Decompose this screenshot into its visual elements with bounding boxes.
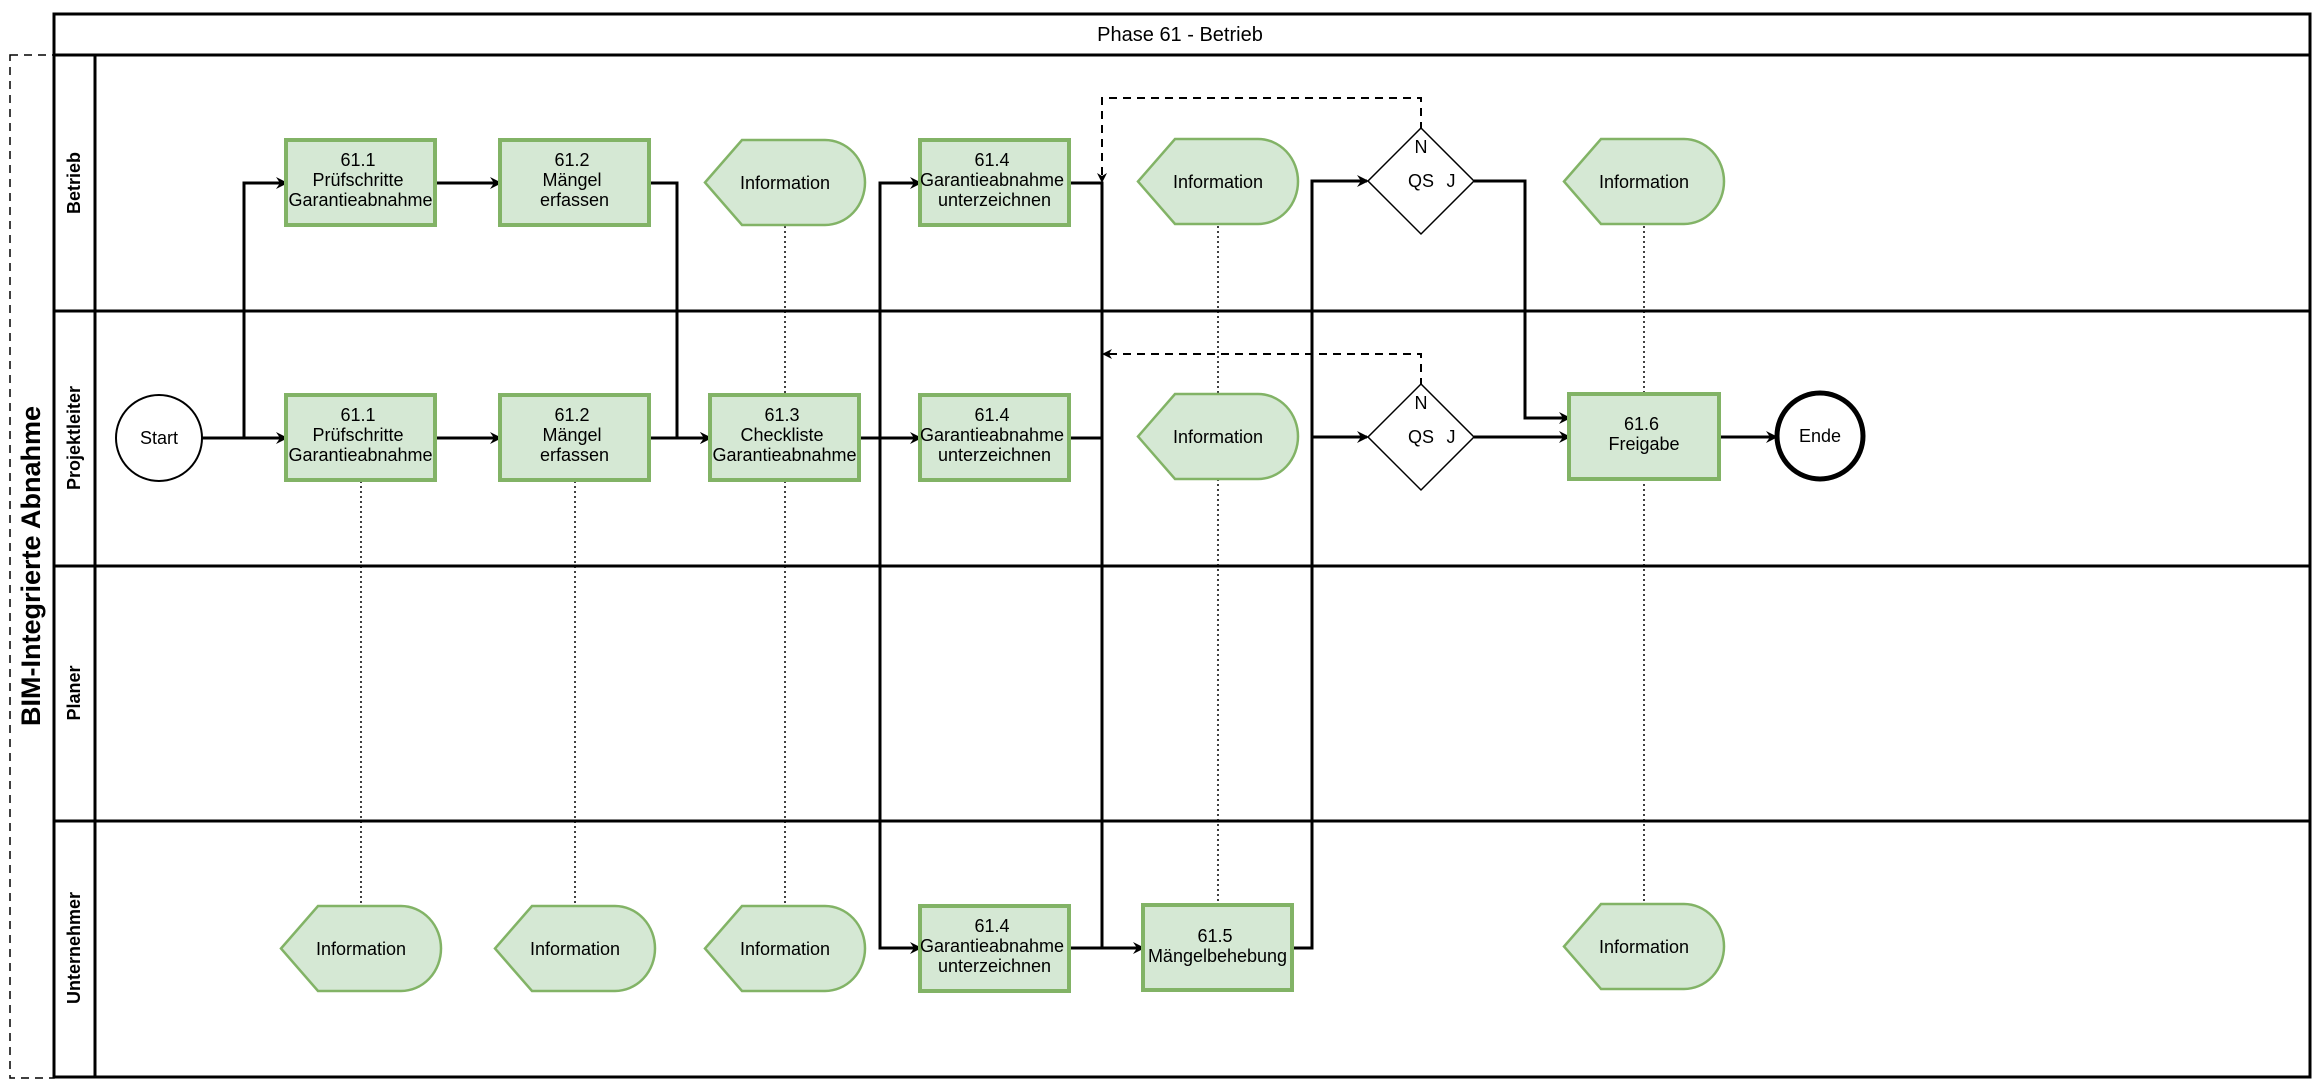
task-61-4-unternehmer: 61.4 Garantieabnahme unterzeichnen bbox=[918, 904, 1071, 993]
lane-label-betrieb: Betrieb bbox=[64, 152, 84, 214]
information-unternehmer-4: Information bbox=[1562, 902, 1726, 991]
task-number: 61.4 bbox=[974, 150, 1009, 170]
task-label-line: Garantieabnahme bbox=[920, 425, 1064, 445]
task-number: 61.4 bbox=[974, 916, 1009, 936]
task-61-6-projektleiter: 61.6 Freigabe bbox=[1567, 392, 1721, 481]
information-label: Information bbox=[1173, 427, 1263, 447]
loop-back-arrow bbox=[1102, 349, 1422, 386]
flow-arrow bbox=[1474, 179, 1571, 424]
task-label-line: Mängel bbox=[542, 170, 601, 190]
task-61-2-betrieb: 61.2 Mängel erfassen bbox=[498, 138, 651, 227]
svg-text:61.4 Garantieabnahme: 61.4 Garantieabnahme unterzeichnen bbox=[920, 916, 1069, 976]
gateway-no-label: N bbox=[1415, 137, 1428, 157]
task-label-line: Mängelbehebung bbox=[1148, 946, 1287, 966]
task-61-3-projektleiter: 61.3 Checkliste Garantieabnahme bbox=[708, 393, 861, 482]
svg-text:61.2 Mängel erfass: 61.2 Mängel erfassen bbox=[540, 405, 609, 465]
information-betrieb-3: Information bbox=[1562, 137, 1726, 226]
sequence-flows bbox=[202, 175, 1778, 954]
qs-gateway-betrieb: QS N J bbox=[1366, 126, 1476, 236]
pool-outline bbox=[9, 54, 55, 1079]
gateway-label: QS bbox=[1408, 427, 1434, 447]
gateway-label: QS bbox=[1408, 171, 1434, 191]
task-label-line: erfassen bbox=[540, 190, 609, 210]
lane-label-unternehmer: Unternehmer bbox=[64, 892, 84, 1004]
task-label-line: Garantieabnahme bbox=[288, 190, 432, 210]
task-61-4-projektleiter: 61.4 Garantieabnahme unterzeichnen bbox=[918, 393, 1071, 482]
task-number: 61.6 bbox=[1624, 414, 1659, 434]
information-label: Information bbox=[316, 939, 406, 959]
end-event-label: Ende bbox=[1799, 426, 1841, 446]
task-label-line: Checkliste bbox=[740, 425, 823, 445]
qs-gateway-projektleiter: QS N J bbox=[1366, 382, 1476, 492]
task-number: 61.2 bbox=[554, 150, 589, 170]
gateway-yes-label: J bbox=[1447, 427, 1456, 447]
information-betrieb-2: Information bbox=[1136, 137, 1300, 226]
phase-title: Phase 61 - Betrieb bbox=[1097, 24, 1263, 46]
information-label: Information bbox=[1173, 172, 1263, 192]
svg-text:61.4 Garantieabnahme: 61.4 Garantieabnahme unterzeichnen bbox=[920, 405, 1069, 465]
lane-label-planer: Planer bbox=[64, 665, 84, 720]
svg-text:61.3 Checkliste Ga: 61.3 Checkliste Garantieabnahme bbox=[712, 405, 856, 465]
loop-back-flows bbox=[1097, 97, 1422, 386]
information-label: Information bbox=[740, 173, 830, 193]
flow-line bbox=[1069, 181, 1104, 948]
information-unternehmer-2: Information bbox=[493, 904, 657, 993]
information-label: Information bbox=[530, 939, 620, 959]
flow-arrow bbox=[878, 438, 922, 954]
gateway-yes-label: J bbox=[1447, 171, 1456, 191]
information-label: Information bbox=[1599, 937, 1689, 957]
svg-text:61.6 Freigabe: 61.6 Freigabe bbox=[1608, 414, 1679, 454]
task-label-line: Prüfschritte bbox=[312, 170, 403, 190]
task-61-1-projektleiter: 61.1 Prüfschritte Garantieabnahme bbox=[284, 393, 437, 482]
task-label-line: Prüfschritte bbox=[312, 425, 403, 445]
information-unternehmer-1: Information bbox=[279, 904, 443, 993]
task-61-5-unternehmer: 61.5 Mängelbehebung bbox=[1141, 903, 1294, 992]
phase-frame bbox=[52, 12, 2312, 1079]
task-number: 61.5 bbox=[1197, 926, 1232, 946]
lane-label-projektleiter: Projektleiter bbox=[64, 386, 84, 490]
task-label-line: unterzeichnen bbox=[938, 445, 1051, 465]
information-betrieb-1: Information bbox=[703, 138, 867, 227]
task-label-line: Garantieabnahme bbox=[712, 445, 856, 465]
task-number: 61.2 bbox=[554, 405, 589, 425]
pool-label: BIM-Integrierte Abnahme bbox=[16, 406, 46, 726]
flow-arrow bbox=[878, 177, 922, 438]
svg-text:61.1 Prüfschritte: 61.1 Prüfschritte Garantieabnahme bbox=[288, 405, 432, 465]
task-label-line: Freigabe bbox=[1608, 434, 1679, 454]
end-event: Ende bbox=[1774, 390, 1866, 482]
start-event: Start bbox=[115, 394, 203, 482]
information-label: Information bbox=[1599, 172, 1689, 192]
task-label-line: Garantieabnahme bbox=[288, 445, 432, 465]
task-number: 61.1 bbox=[340, 405, 375, 425]
task-number: 61.3 bbox=[764, 405, 799, 425]
start-event-label: Start bbox=[140, 428, 178, 448]
task-label-line: Garantieabnahme bbox=[920, 936, 1064, 956]
svg-text:61.4 Garantieabnahme: 61.4 Garantieabnahme unterzeichnen bbox=[920, 150, 1069, 210]
information-projektleiter: Information bbox=[1136, 392, 1300, 481]
task-61-1-betrieb: 61.1 Prüfschritte Garantieabnahme bbox=[284, 138, 437, 227]
loop-back-arrow bbox=[1097, 97, 1422, 183]
svg-text:61.2 Mängel erfass: 61.2 Mängel erfassen bbox=[540, 150, 609, 210]
task-label-line: erfassen bbox=[540, 445, 609, 465]
task-number: 61.1 bbox=[340, 150, 375, 170]
task-number: 61.4 bbox=[974, 405, 1009, 425]
gateway-no-label: N bbox=[1415, 393, 1428, 413]
association-lines bbox=[360, 226, 1645, 906]
information-unternehmer-3: Information bbox=[703, 904, 867, 993]
task-61-4-betrieb: 61.4 Garantieabnahme unterzeichnen bbox=[918, 138, 1071, 227]
information-label: Information bbox=[740, 939, 830, 959]
svg-text:61.1 Prüfschritte: 61.1 Prüfschritte Garantieabnahme bbox=[288, 150, 432, 210]
task-label-line: unterzeichnen bbox=[938, 956, 1051, 976]
flow-arrow bbox=[1292, 175, 1369, 950]
svg-text:61.5 Mängelbehebung: 61.5 Mängelbehebung bbox=[1148, 926, 1287, 966]
task-label-line: unterzeichnen bbox=[938, 190, 1051, 210]
task-61-2-projektleiter: 61.2 Mängel erfassen bbox=[498, 393, 651, 482]
task-label-line: Mängel bbox=[542, 425, 601, 445]
flow-arrow bbox=[202, 177, 288, 440]
task-label-line: Garantieabnahme bbox=[920, 170, 1064, 190]
